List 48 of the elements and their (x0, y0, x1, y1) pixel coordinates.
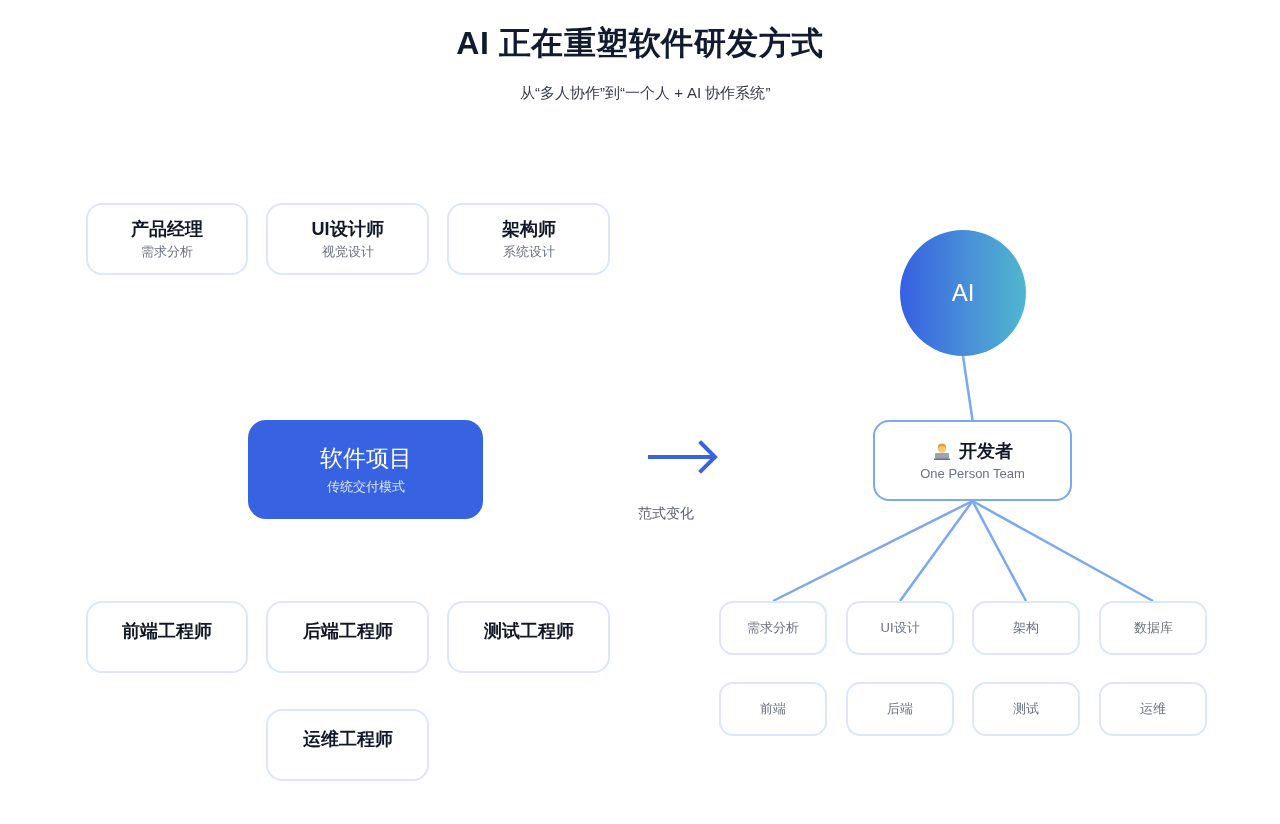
task-label: 前端 (760, 701, 786, 717)
role-title: 产品经理 (131, 218, 203, 240)
circle-label: AI (951, 279, 975, 307)
project-subtitle: 传统交付模式 (326, 479, 405, 495)
role-title: 后端工程师 (302, 620, 393, 642)
role-title: 测试工程师 (483, 620, 574, 642)
task-box (846, 682, 954, 736)
role-subtitle: 需求分析 (141, 244, 193, 260)
task-box (972, 601, 1080, 655)
role-title: 架构师 (501, 218, 556, 240)
project-box (248, 420, 483, 519)
diagram-title: AI 正在重塑软件研发方式 (456, 25, 824, 61)
task-label: 数据库 (1133, 620, 1173, 636)
role-subtitle: 系统设计 (502, 244, 555, 260)
developer-card (873, 420, 1072, 501)
role-title: 前端工程师 (122, 620, 212, 642)
developer-title: 开发者 (958, 439, 1013, 462)
role-title: 运维工程师 (302, 728, 393, 750)
role-card (447, 601, 610, 673)
role-card (447, 203, 610, 275)
role-card (266, 601, 429, 673)
task-box (1099, 682, 1207, 736)
task-label: 架构 (1013, 620, 1039, 636)
task-label: UI设计 (880, 620, 920, 636)
task-box (1099, 601, 1207, 655)
role-subtitle: 视觉设计 (321, 244, 374, 260)
task-label: 后端 (887, 701, 913, 717)
role-card (86, 203, 248, 275)
connector-line (961, 355, 974, 421)
role-title: UI设计师 (311, 218, 384, 240)
arrow-caption: 范式变化 (638, 505, 694, 523)
subtitle: 从“多人协作”到“一个人 + AI 协作系统” (520, 84, 771, 103)
task-box (972, 682, 1080, 736)
role-card (266, 203, 429, 275)
task-box (846, 601, 954, 655)
role-card (266, 709, 429, 781)
connector-line (772, 499, 974, 603)
team-subtitle: One Person Team (920, 465, 1025, 482)
connector-line (899, 500, 974, 602)
task-label: 运维 (1140, 701, 1166, 717)
connector-line (971, 499, 1154, 603)
task-label: 需求分析 (747, 620, 799, 636)
project-title: 软件项目 (319, 444, 412, 472)
task-box (719, 682, 827, 736)
task-box (719, 601, 827, 655)
connector-line (971, 500, 1028, 602)
role-card (86, 601, 248, 673)
task-label: 测试 (1013, 701, 1039, 717)
